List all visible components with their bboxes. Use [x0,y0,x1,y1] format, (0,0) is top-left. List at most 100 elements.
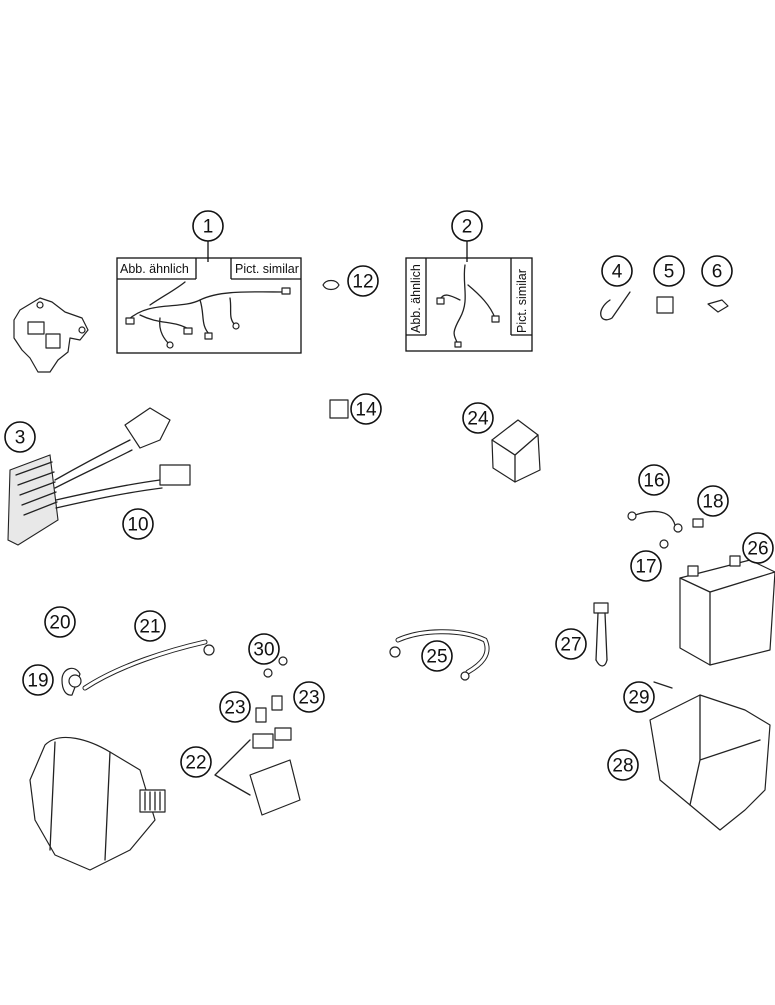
callout-30: 30 [248,633,280,665]
callout-circle [421,640,453,672]
callout-circle [653,255,685,287]
nut-19 [68,674,82,688]
callout-circle [44,606,76,638]
callout-number: 20 [49,613,70,634]
callout-number: 5 [664,262,675,283]
callout-circle [462,402,494,434]
washer-17 [659,539,669,549]
callout-20: 20 [44,606,76,638]
bolt-18 [692,518,704,528]
callout-number: 29 [628,688,649,709]
callout-circle [134,610,166,642]
callout-number: 23 [224,698,245,719]
callout-25: 25 [421,640,453,672]
starter-relay [214,727,301,816]
callout-circle [122,508,154,540]
callout-27: 27 [555,628,587,660]
callout-circle [219,691,251,723]
callout-circle [697,485,729,517]
callout-4: 4 [601,255,633,287]
callout-number: 3 [15,428,26,449]
main-wiring-harness [125,281,291,349]
callout-10: 10 [122,508,154,540]
bolt-29 [653,681,673,689]
voltage-regulator [7,407,191,546]
callout-circle [347,265,379,297]
fuse-23 [255,695,283,723]
callout-circle [555,628,587,660]
callout-number: 1 [203,217,214,238]
callout-number: 17 [635,557,656,578]
callout-number: 4 [612,262,623,283]
bulb-12 [322,279,340,291]
callout-22: 22 [180,746,212,778]
callout-circle [293,681,325,713]
battery-strap [593,602,609,667]
callout-circle [4,421,36,453]
callout-2: 2 [451,210,483,242]
callout-12: 12 [347,265,379,297]
callout-28: 28 [607,749,639,781]
callout-5: 5 [653,255,685,287]
callout-number: 21 [139,617,160,638]
callout-number: 25 [426,647,447,668]
callout-circle [350,393,382,425]
callout-21: 21 [134,610,166,642]
cable-tie [600,291,631,321]
fuse-30 [263,656,288,678]
mounting-bracket [13,297,89,373]
callout-circle [607,749,639,781]
callout-number: 16 [643,471,664,492]
callout-number: 23 [298,688,319,709]
battery-cable [389,629,490,681]
callout-23: 23 [219,691,251,723]
callout-24: 24 [462,402,494,434]
callout-circle [248,633,280,665]
callout-circle [638,464,670,496]
starter-motor [29,736,166,871]
callout-number: 6 [712,262,723,283]
callout-23: 23 [293,681,325,713]
frame-2-label-left: Abb. ähnlich [409,264,423,333]
clip-5 [656,296,674,314]
callout-number: 2 [462,217,473,238]
callout-circle [192,210,224,242]
battery [679,555,775,666]
callout-circle [623,681,655,713]
clip-6 [707,299,729,313]
fuse-box [491,419,541,483]
callout-number: 18 [702,492,723,513]
callout-circle [601,255,633,287]
battery-holder [649,694,771,831]
callout-circle [22,664,54,696]
callout-3: 3 [4,421,36,453]
callout-number: 10 [127,515,148,536]
callout-circle [180,746,212,778]
ground-cable [627,510,683,533]
callout-18: 18 [697,485,729,517]
secondary-wiring-harness [436,264,500,348]
callout-19: 19 [22,664,54,696]
callout-number: 12 [352,272,373,293]
frame-1-label-right: Pict. similar [235,262,299,276]
callout-26: 26 [742,532,774,564]
relay-14 [329,399,349,419]
callout-17: 17 [630,550,662,582]
frame-2-label-right: Pict. similar [515,269,529,333]
callout-number: 27 [560,635,581,656]
callout-number: 30 [253,640,274,661]
callout-number: 28 [612,756,633,777]
callout-number: 19 [27,671,48,692]
starter-cable [82,639,215,691]
harness-frame-1: Abb. ähnlich Pict. similar [116,240,302,354]
callout-16: 16 [638,464,670,496]
callout-1: 1 [192,210,224,242]
callout-number: 24 [467,409,489,430]
harness-frame-2: Abb. ähnlich Pict. similar [405,240,533,352]
callout-circle [701,255,733,287]
callout-14: 14 [350,393,382,425]
callout-circle [630,550,662,582]
callout-29: 29 [623,681,655,713]
